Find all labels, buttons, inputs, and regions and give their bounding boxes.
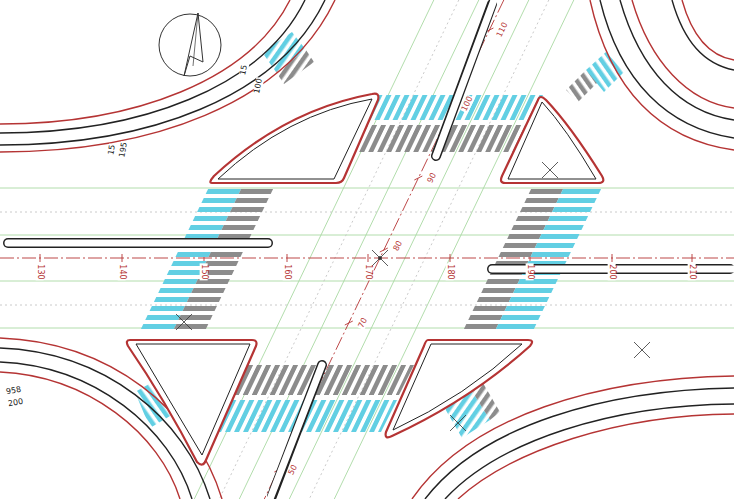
dimension-label: 100 [253,77,264,96]
chainage-label: 90 [426,171,439,185]
chainage-label: 150 [200,263,208,280]
chainage-label: 160 [283,263,291,280]
chainage-label: 180 [446,263,454,280]
north-arrow [159,13,221,76]
chainage-label: 80 [392,239,405,253]
dimension-label: 958 [5,386,23,397]
chainage-label: 210 [688,263,696,280]
chainage-label: 70 [357,316,370,330]
chainage-label: 100 [461,94,476,113]
point-markers [176,162,650,431]
chainage-label: 110 [496,20,511,39]
chainage-label: 50 [287,463,300,477]
chainage-label: 130 [36,263,44,280]
chainage-label: 170 [364,263,372,280]
dimension-label: 200 [7,398,25,409]
chainage-label: 140 [118,263,126,280]
chainage-ticks [40,28,692,472]
medians [8,0,734,499]
dimension-label: 15 [107,143,117,156]
chainage-label: 200 [608,263,616,280]
chainage-label: 190 [526,263,534,280]
dimension-label: 15 [239,63,249,77]
traffic-islands [127,94,603,465]
dimension-label: 195 [119,141,130,159]
